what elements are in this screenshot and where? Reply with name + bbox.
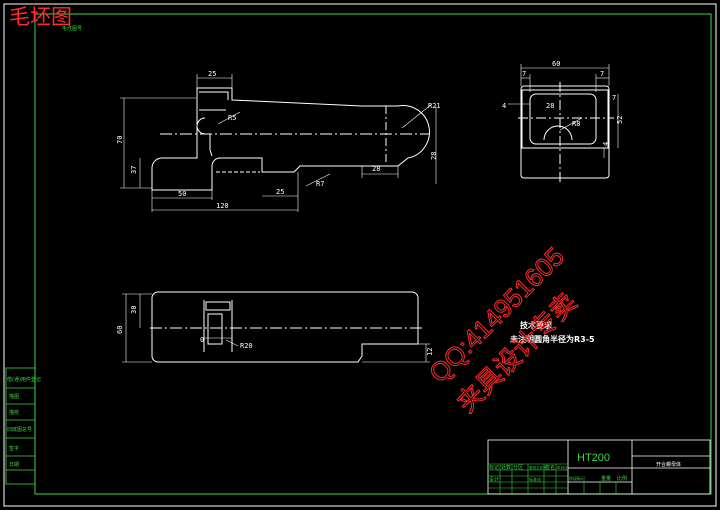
top-view (122, 291, 430, 363)
side-view-arc (543, 125, 573, 141)
side-view-pocket (529, 93, 597, 145)
front-view-slot (196, 91, 229, 157)
top-dimensions: 30 60 0 R20 12 (116, 306, 434, 356)
dim-side-7-left: 7 (522, 70, 526, 78)
title-block-text: HT200 开合螺母体 标记 处数 分区 更改文件号 签名 年月日 设计 标准化… (489, 452, 681, 483)
title-row2-2: 阶段标记 (569, 475, 585, 481)
front-dimension-lines (120, 74, 437, 212)
dim-front-120: 120 (216, 202, 229, 210)
header-tag: 毛坯图号 (62, 25, 82, 32)
dim-side-r8: R8 (572, 120, 580, 128)
side-dimensions: 60 7 7 7 28 R8 52 4 4 (502, 60, 624, 146)
dim-front-70: 70 (116, 136, 124, 144)
front-view (120, 74, 437, 212)
dim-front-r7: R7 (316, 180, 324, 188)
dim-top-30: 30 (130, 306, 138, 314)
side-view-inner (521, 89, 609, 149)
side-table-cell-1: 描图 (9, 393, 19, 400)
side-table-cell-3: 旧底图总号 (7, 426, 32, 433)
dim-side-52: 52 (616, 116, 624, 124)
watermark: QQ:414951605 夹具设计专卖 (423, 241, 584, 419)
side-table (5, 367, 36, 485)
top-dimension-lines (122, 293, 430, 363)
title-row2-1: 标准化 (529, 476, 541, 482)
top-view-outline (151, 291, 419, 363)
dim-top-r20: R20 (240, 342, 253, 350)
side-table-cell-2: 描校 (9, 409, 19, 416)
dim-front-28-bottom: 28 (372, 165, 380, 173)
notes-title: 技术要求 (520, 320, 553, 330)
title-material: HT200 (577, 452, 610, 464)
dim-side-7-right: 7 (600, 70, 604, 78)
title-row2-0: 设计 (489, 476, 499, 483)
dim-front-37: 37 (130, 166, 138, 174)
dim-front-28-right: 28 (430, 152, 438, 160)
dim-top-60: 60 (116, 326, 124, 334)
title-block (487, 439, 711, 495)
technical-notes: 技术要求 未注明圆角半径为R3-5 (509, 320, 595, 344)
dim-front-25-bottom: 25 (276, 188, 284, 196)
title-cell-3: 更改文件号 (529, 465, 547, 470)
dim-front-r21: R21 (428, 102, 441, 110)
title-cell-1: 处数 (501, 464, 511, 471)
dim-top-0: 0 (200, 336, 204, 344)
sheet-outer-border (3, 3, 717, 507)
top-view-pocket (207, 313, 223, 345)
dim-front-50: 50 (178, 190, 186, 198)
title-cell-5: 年月日 (557, 465, 568, 470)
dim-front-25-top: 25 (208, 70, 216, 78)
side-view (508, 64, 619, 182)
header-brand: 毛坯图 (9, 5, 72, 29)
front-dimensions: 25 R21 R5 70 37 28 28 50 120 25 R7 (116, 70, 441, 210)
dim-side-28: 28 (546, 102, 554, 110)
title-row2-4: 比例 (617, 475, 627, 482)
sheet-inner-border (34, 13, 712, 495)
dim-side-4-left: 4 (502, 102, 506, 110)
dim-side-4-bottom: 4 (602, 142, 610, 146)
title-cell-0: 标记 (489, 464, 499, 471)
dim-side-60: 60 (552, 60, 560, 68)
side-view-outer (520, 85, 610, 179)
title-row2-3: 重量 (601, 475, 611, 482)
front-view-outline (151, 87, 430, 191)
notes-line-1: 未注明圆角半径为R3-5 (509, 334, 595, 344)
side-table-cell-5: 日期 (9, 462, 19, 468)
dim-top-12: 12 (426, 348, 434, 356)
dim-front-r5: R5 (228, 114, 236, 122)
side-dimension-lines (508, 64, 619, 158)
title-cell-4: 签名 (545, 464, 555, 471)
dim-side-7-mid: 7 (612, 94, 616, 102)
title-cell-2: 分区 (513, 464, 523, 471)
side-table-labels: 借(通)用件登记 描图 描校 旧底图总号 签字 日期 (7, 376, 41, 468)
side-table-cell-4: 签字 (9, 445, 19, 452)
side-table-cell-0: 借(通)用件登记 (7, 376, 41, 383)
title-drawing-name: 开合螺母体 (656, 461, 681, 468)
